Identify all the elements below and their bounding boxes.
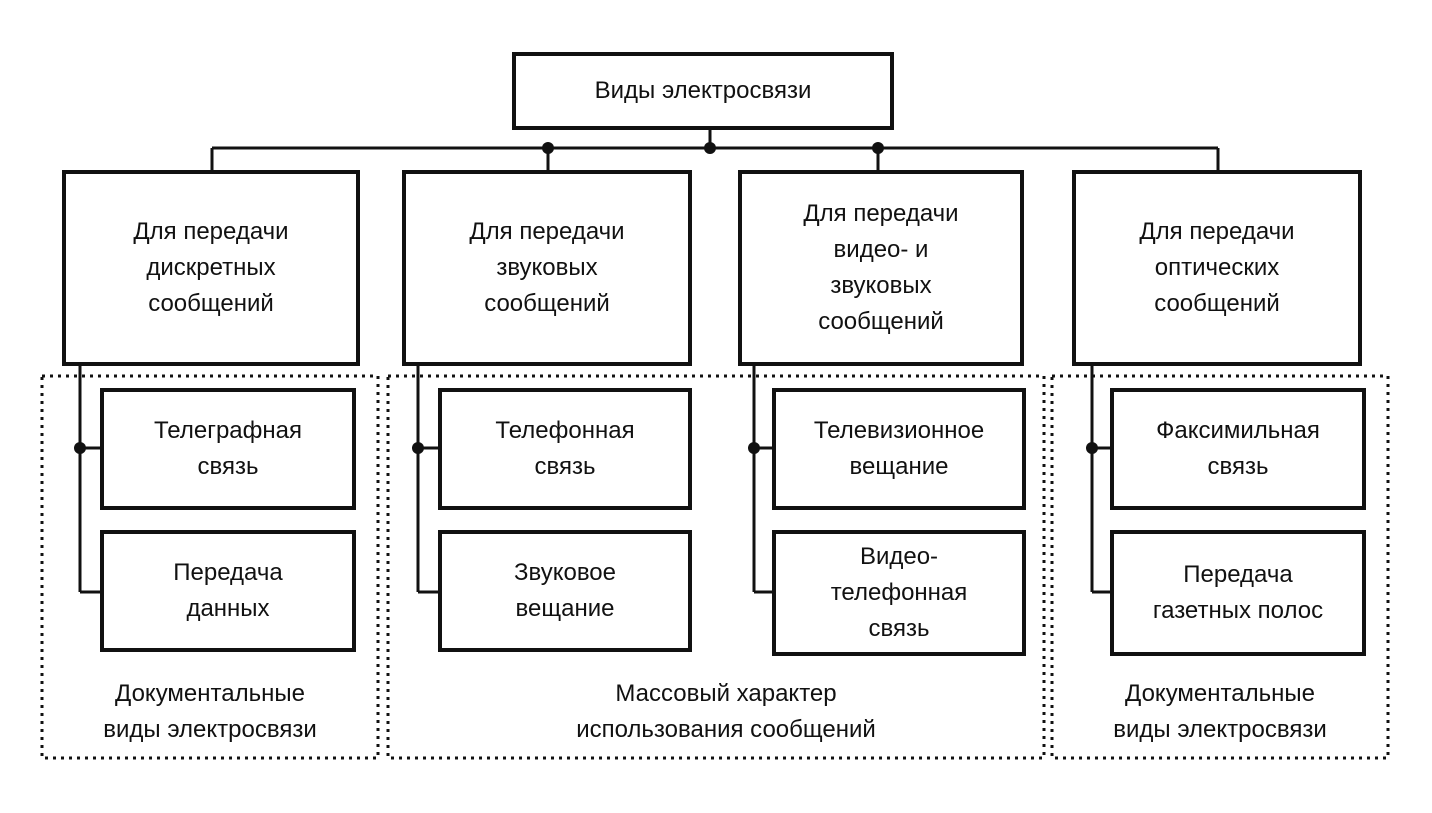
group-caption-documental-right: Документальные виды электросвязи [1113, 680, 1327, 743]
leaf-node-videophone: Видео- телефонная связь [772, 530, 1026, 656]
leaf-label: Телевизионное вещание [813, 417, 985, 480]
category-node-audio: Для передачи звуковых сообщений [402, 170, 692, 366]
leaf-label: Передача газетных полос [1152, 561, 1324, 624]
leaf-label: Телефонная связь [495, 417, 635, 480]
category-node-optical: Для передачи оптических сообщений [1072, 170, 1362, 366]
leaf-label: Звуковое вещание [513, 559, 616, 622]
root-node-label: Виды электросвязи [594, 77, 812, 104]
category-label: Для передачи видео- и звуковых сообщений [803, 200, 959, 335]
group-caption-documental-left: Документальные виды электросвязи [103, 680, 317, 743]
leaf-node-sound-broadcast: Звуковое вещание [438, 530, 692, 652]
leaf-node-facsimile: Факсимильная связь [1110, 388, 1366, 510]
group-caption-mass: Массовый характер использования сообщени… [576, 680, 876, 743]
group-frame-documental-left [40, 374, 380, 760]
group-frame-mass [386, 374, 1046, 760]
leaf-label: Видео- телефонная связь [830, 543, 968, 642]
leaf-label: Факсимильная связь [1156, 417, 1320, 480]
group-frame-documental-right [1050, 374, 1390, 760]
leaf-label: Передача данных [173, 559, 283, 622]
category-node-discrete: Для передачи дискретных сообщений [62, 170, 360, 366]
leaf-node-telegraph: Телеграфная связь [100, 388, 356, 510]
root-node: Виды электросвязи [512, 52, 894, 130]
leaf-node-newspaper-pages: Передача газетных полос [1110, 530, 1366, 656]
category-label: Для передачи оптических сообщений [1139, 218, 1295, 317]
category-label: Для передачи звуковых сообщений [469, 218, 625, 317]
leaf-node-data-transfer: Передача данных [100, 530, 356, 652]
leaf-node-tv-broadcast: Телевизионное вещание [772, 388, 1026, 510]
leaf-node-telephone: Телефонная связь [438, 388, 692, 510]
category-label: Для передачи дискретных сообщений [133, 218, 289, 317]
category-node-video-audio: Для передачи видео- и звуковых сообщений [738, 170, 1024, 366]
leaf-label: Телеграфная связь [153, 417, 302, 480]
